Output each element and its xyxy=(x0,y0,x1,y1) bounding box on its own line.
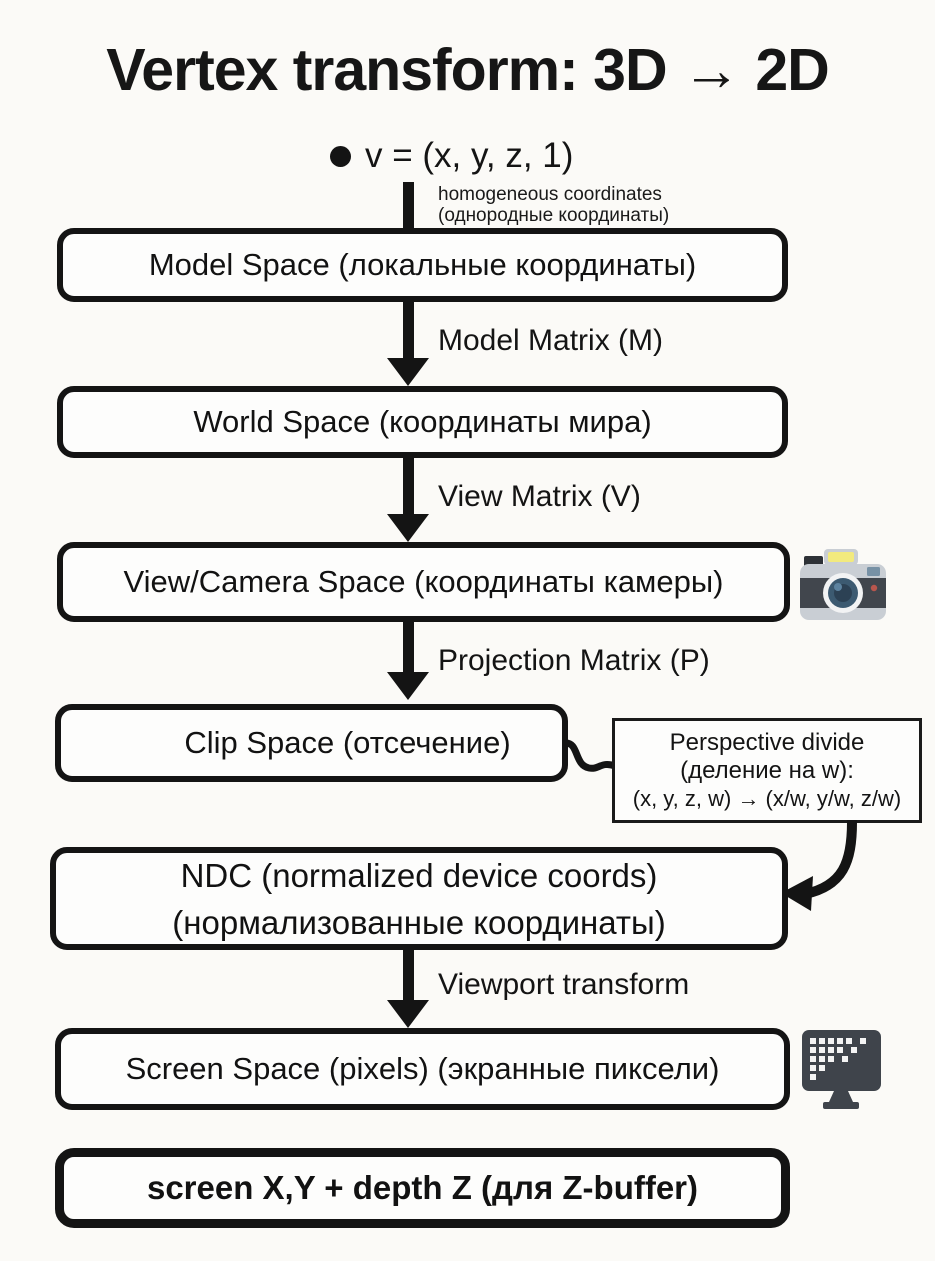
node-output-label: screen X,Y + depth Z (для Z-buffer) xyxy=(146,1169,699,1206)
node-view-space: View/Camera Space (координаты камеры) xyxy=(57,542,790,622)
bullet-icon xyxy=(330,145,351,167)
arrow-callout-to-ndc xyxy=(775,820,865,915)
edge-projection-matrix: Projection Matrix (P) xyxy=(438,644,710,677)
node-screen-space: Screen Space (pixels) (экранные пиксели) xyxy=(55,1028,790,1110)
callout-line2: (деление на w): xyxy=(680,756,854,784)
arrow-model-matrix-shaft xyxy=(403,300,414,358)
connector-clip-callout xyxy=(562,735,618,779)
callout-perspective-divide: Perspective divide (деление на w): (x, y… xyxy=(612,718,922,823)
node-output: screen X,Y + depth Z (для Z-buffer) xyxy=(55,1148,790,1228)
node-ndc: NDC (normalized device coords) (нормализ… xyxy=(50,847,788,950)
node-model-space-label: Model Space (локальные координаты) xyxy=(148,247,697,282)
node-ndc-line2: (нормализованные координаты) xyxy=(172,903,666,941)
arrow-view-matrix-head xyxy=(387,514,429,542)
homogeneous-note: homogeneous coordinates (однородные коор… xyxy=(438,184,669,226)
callout-line1: Perspective divide xyxy=(669,728,865,756)
edge-view-matrix: View Matrix (V) xyxy=(438,480,641,513)
vertex-formula: v = (x, y, z, 1) xyxy=(365,136,574,175)
camera-icon xyxy=(798,548,888,624)
homogeneous-note-ru: (однородные координаты) xyxy=(438,205,670,226)
homogeneous-note-en: homogeneous coordinates xyxy=(438,184,662,205)
page-title: Vertex transform: 3D → 2D xyxy=(106,37,830,103)
node-clip-space-label: Clip Space (отсечение) xyxy=(184,725,511,760)
arrow-view-matrix-shaft xyxy=(403,456,414,514)
arrow-viewport-head xyxy=(387,1000,429,1028)
node-clip-space: Clip Space (отсечение) xyxy=(55,704,568,782)
node-screen-space-label: Screen Space (pixels) (экранные пиксели) xyxy=(125,1051,720,1086)
arrow-projection-matrix-head xyxy=(387,672,429,700)
edge-viewport-transform: Viewport transform xyxy=(438,968,690,1001)
node-view-space-label: View/Camera Space (координаты камеры) xyxy=(123,564,724,599)
connector-input xyxy=(403,182,414,232)
monitor-icon xyxy=(800,1028,886,1110)
node-model-space: Model Space (локальные координаты) xyxy=(57,228,788,302)
edge-model-matrix: Model Matrix (M) xyxy=(438,324,664,357)
arrow-projection-matrix-shaft xyxy=(403,620,414,672)
node-world-space-label: World Space (координаты мира) xyxy=(193,404,652,439)
node-ndc-line1: NDC (normalized device coords) xyxy=(180,856,658,894)
vertex-formula-row: v = (x, y, z, 1) xyxy=(330,136,573,176)
arrow-model-matrix-head xyxy=(387,358,429,386)
callout-line3: (x, y, z, w) → (x/w, y/w, z/w) xyxy=(632,785,902,811)
arrow-viewport-shaft xyxy=(403,948,414,1000)
node-world-space: World Space (координаты мира) xyxy=(57,386,788,458)
